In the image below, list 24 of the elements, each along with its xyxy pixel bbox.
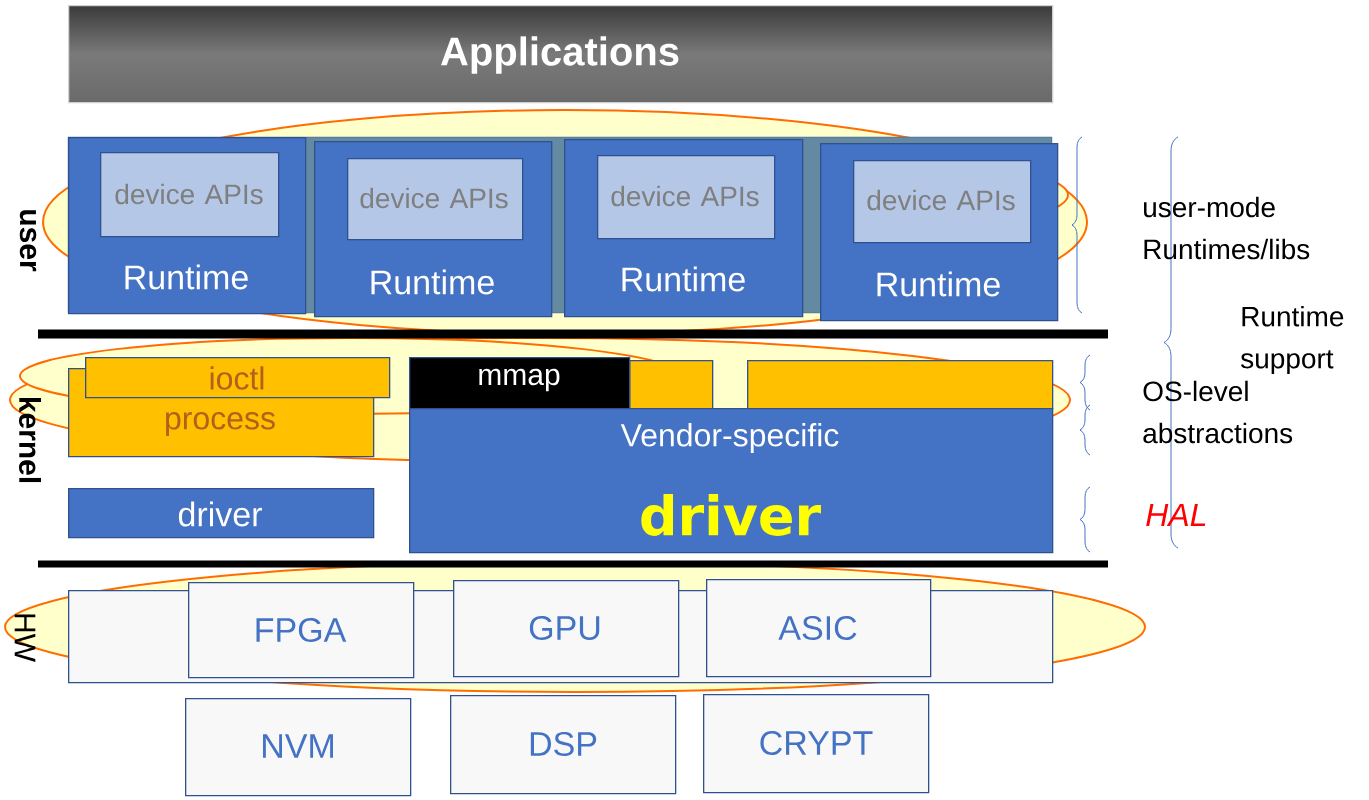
vendor-driver-box: Vendor-specific driver — [409, 408, 1054, 554]
brace-label: user-mode Runtimes/libs — [1144, 196, 1310, 260]
hardware-box: CRYPT — [703, 694, 930, 794]
api-box: device APIs — [347, 158, 524, 241]
hardware-box: FPGA — [188, 582, 415, 679]
brace-label: OS-level abstractions — [1143, 380, 1293, 444]
layer-label: user — [19, 210, 37, 272]
hardware-box: ASIC — [706, 579, 932, 678]
title-banner: Applications — [68, 5, 1054, 104]
api-box: device APIs — [853, 160, 1032, 244]
hardware-box: DSP — [450, 695, 677, 795]
mmap-box: mmap — [409, 357, 631, 410]
driver-box: driver — [68, 488, 375, 539]
brace-label: HAL — [1146, 504, 1206, 526]
api-box: device APIs — [100, 152, 280, 238]
hardware-box: GPU — [453, 580, 680, 678]
layer-label: kernel — [19, 397, 41, 483]
abstraction-box — [747, 360, 1054, 410]
api-box: device APIs — [597, 155, 776, 240]
layer-label: HW — [14, 614, 36, 662]
ioctl-box: ioctl — [85, 357, 391, 399]
brace-label: Runtime support — [1241, 305, 1344, 375]
abstraction-box — [629, 360, 714, 410]
hardware-box: NVM — [185, 698, 412, 797]
